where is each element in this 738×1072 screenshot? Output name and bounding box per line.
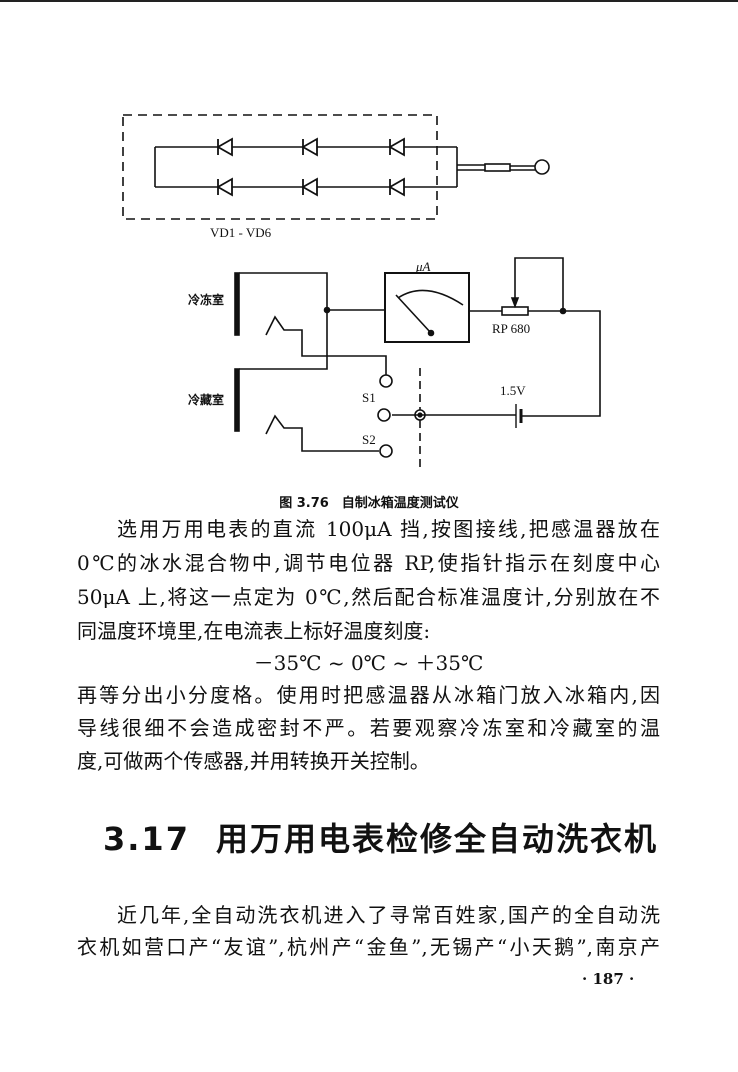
- text-line: 选用万用电表的直流 100μA 挡,按图接线,把感温器放在: [117, 517, 660, 541]
- text-line: 导线很细不会造成密封不严。若要观察冷冻室和冷藏室的温: [77, 716, 660, 740]
- diode-icon: [301, 137, 318, 157]
- meter-scale: [397, 289, 464, 306]
- common-wire: [239, 272, 328, 370]
- switch-contact-1: [379, 374, 393, 388]
- circuit-diagram: VD1 - VD6 冷冻室 冷藏室 S1 S2 μA RP 680 1.5V: [122, 114, 601, 470]
- text-line: 衣机如营口产“友谊”,杭州产“金鱼”,无锡产“小天鹅”,南京产: [77, 935, 660, 959]
- switch-contact-2: [379, 444, 393, 458]
- fridge-wall: [234, 368, 240, 432]
- fridge-label: 冷藏室: [188, 392, 224, 407]
- page-top-border: [0, 0, 738, 2]
- text-line: 同温度环境里,在电流表上标好温度刻度:: [77, 619, 431, 643]
- switch2-label: S2: [362, 432, 376, 447]
- meter-label: μA: [415, 259, 431, 274]
- freezer-label: 冷冻室: [188, 292, 224, 307]
- section-title: 用万用电表检修全自动洗衣机: [215, 820, 658, 858]
- diode-icon: [216, 177, 233, 197]
- switch-common: [377, 408, 391, 422]
- text-line: 度,可做两个传感器,并用转换开关控制。: [77, 749, 430, 773]
- text-line: 50μA 上,将这一点定为 0℃,然后配合标准温度计,分别放在不: [77, 585, 660, 609]
- wiper-arrow-icon: [510, 297, 520, 309]
- freezer-sensor-wire: [265, 315, 387, 375]
- diodes-label: VD1 - VD6: [210, 225, 272, 240]
- fridge-sensor-wire: [265, 414, 379, 452]
- sensor-enclosure: [122, 114, 438, 220]
- diode-icon: [388, 137, 405, 157]
- diode-icon: [301, 177, 318, 197]
- text-line: 近几年,全自动洗衣机进入了寻常百姓家,国产的全自动洗: [117, 903, 660, 927]
- probe-tip: [534, 159, 550, 175]
- text-line: 再等分出小分度格。使用时把感温器从冰箱门放入冰箱内,因: [77, 683, 660, 707]
- pot-wiper-wire: [514, 257, 564, 311]
- diode-icon: [216, 137, 233, 157]
- microammeter: [384, 272, 470, 343]
- page-number: · 187 ·: [582, 970, 635, 988]
- probe-tube: [484, 163, 511, 172]
- switch1-label: S1: [362, 390, 376, 405]
- diode-icon: [388, 177, 405, 197]
- freezer-wall: [234, 272, 240, 336]
- pot-label: RP 680: [492, 321, 530, 336]
- section-heading: 3.17 用万用电表检修全自动洗衣机: [103, 814, 658, 860]
- figure-caption: 图 3.76 自制冰箱温度测试仪: [279, 496, 459, 511]
- diode-icons: [216, 137, 405, 197]
- pot-wire: [522, 310, 601, 417]
- formula: －35℃ ~ 0℃ ~ ＋35℃: [253, 651, 484, 675]
- section-number: 3.17: [103, 820, 190, 858]
- text-line: 0℃的冰水混合物中,调节电位器 RP,使指针指示在刻度中心: [77, 551, 660, 575]
- meter-needle: [395, 294, 432, 334]
- battery-label: 1.5V: [500, 383, 526, 398]
